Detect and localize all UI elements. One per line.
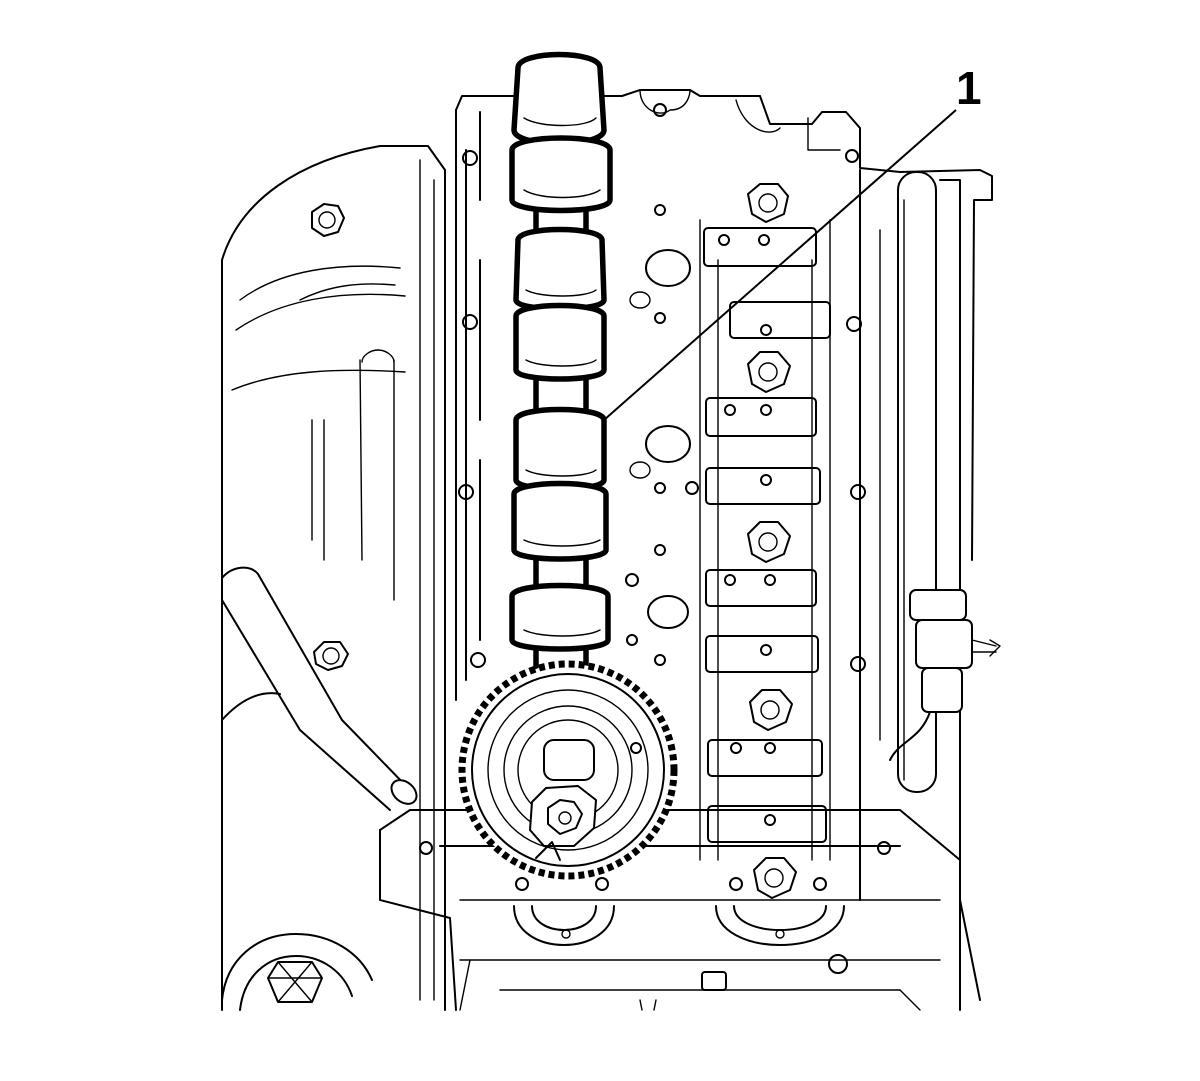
tensioner-pulley [221,933,373,1011]
bearing-cap-bolt-4 [749,689,793,731]
callout-1-leader-line [603,109,957,421]
injector-connector [889,589,1001,761]
bearing-cap-bolt-3 [747,521,791,563]
callout-1: 1 [603,62,982,421]
bearing-cap-bolt-5 [753,857,797,899]
cylinder-head [455,89,993,701]
bearing-cap-bolt-1 [747,183,789,223]
coolant-hose [221,566,418,811]
cover-bolt-lower [313,641,349,671]
fuel-rail [859,169,981,1001]
front-bearing-housing [379,809,961,1011]
timing-cover [221,145,446,1011]
bearing-cap-bolt-2 [747,351,791,393]
camshaft-gear [458,660,678,880]
rocker-arm-assembly [685,219,831,861]
camshaft [509,51,613,703]
callout-1-label: 1 [956,62,982,114]
bearing-cap-bolts [747,183,797,899]
cover-bolt-upper [311,203,345,237]
